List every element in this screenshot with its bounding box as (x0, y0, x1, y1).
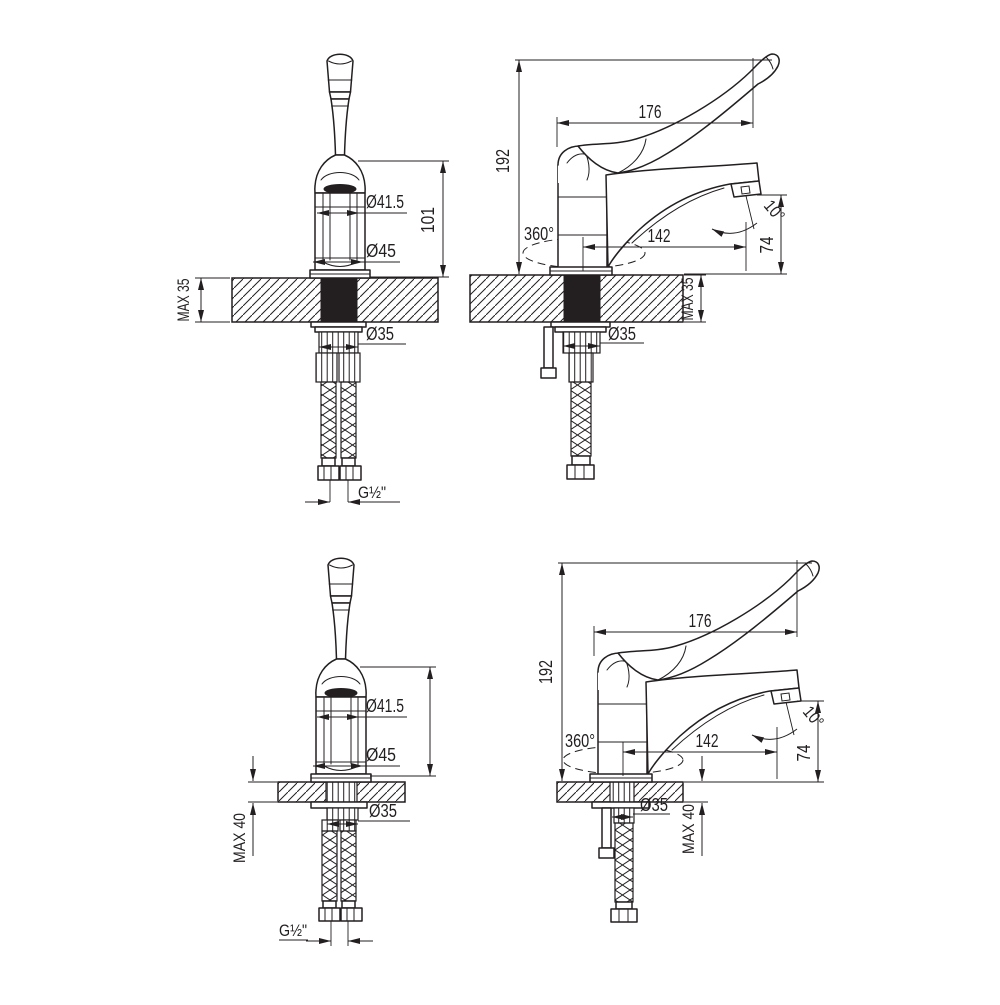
dim-label-spout-reach: 142 (696, 730, 719, 751)
dim-label-shank-diameter: Ø35 (369, 800, 397, 821)
view-top-side: 176 192 142 74 10° 360° MAX 35 Ø35 (469, 53, 789, 480)
countertop-thick (231, 277, 439, 323)
dim-label-hose-thread: G½" (279, 921, 307, 940)
shank-through-deck (609, 781, 635, 803)
dim-label-swivel-angle: 360° (565, 730, 595, 751)
shank-through-deck (320, 277, 358, 323)
flexible-hose (570, 381, 592, 457)
dimensions-bottom-side: 176 192 142 74 10° 360° MAX 40 Ø35 (535, 560, 828, 856)
dim-label-total-height: 192 (535, 660, 556, 684)
under-deck-plumbing (591, 801, 650, 923)
flexible-hoses (321, 830, 357, 902)
dim-label-deck-thickness: MAX 40 (230, 813, 249, 863)
dim-label-spout-reach: 142 (648, 225, 671, 246)
dim-label-hose-thread: G½" (358, 483, 386, 502)
dim-label-shank-diameter: Ø35 (608, 323, 636, 344)
dim-label-spout-height: 74 (756, 237, 777, 254)
dim-label-swivel-angle: 360° (524, 223, 554, 244)
dim-label-deck-thickness: MAX 35 (678, 278, 697, 321)
under-deck-plumbing (310, 321, 367, 502)
countertop-thick (469, 274, 684, 323)
dim-label-shank-diameter: Ø35 (640, 794, 668, 815)
countertop-thin (277, 781, 406, 803)
dim-label-cartridge-diameter: Ø41.5 (366, 695, 404, 716)
faucet-front (309, 53, 371, 279)
dim-label-cartridge-diameter: Ø41.5 (366, 191, 404, 212)
dim-label-body-height: 101 (417, 207, 438, 233)
view-bottom-front: Ø41.5 Ø45 MAX 40 Ø35 G½" (230, 557, 436, 946)
faucet-front (310, 557, 372, 783)
flexible-hose (614, 822, 634, 903)
dimensions-top-front: Ø41.5 Ø45 101 MAX 35 Ø35 G½" (174, 160, 449, 505)
dim-label-body-diameter: Ø45 (366, 744, 396, 765)
dim-label-total-length: 176 (639, 101, 662, 122)
view-top-front: Ø41.5 Ø45 101 MAX 35 Ø35 G½" (174, 53, 449, 505)
dim-label-spout-height: 74 (793, 745, 814, 762)
shank-through-deck (325, 781, 358, 803)
swivel-ellipse (562, 745, 684, 775)
dim-label-deck-thickness: MAX 35 (174, 279, 193, 322)
dim-label-spout-angle: 10° (799, 702, 828, 731)
dimensions-bottom-front: Ø41.5 Ø45 MAX 40 Ø35 G½" (230, 666, 436, 944)
dim-label-body-diameter: Ø45 (366, 240, 396, 261)
mounting-stud (601, 807, 612, 849)
mounting-stud (543, 326, 554, 369)
dim-label-total-length: 176 (689, 610, 712, 631)
dim-label-spout-angle: 10° (760, 196, 789, 225)
flexible-hoses (320, 381, 357, 459)
dim-label-total-height: 192 (492, 149, 513, 173)
view-bottom-side: 176 192 142 74 10° 360° MAX 40 Ø35 (535, 560, 828, 923)
dim-label-shank-diameter: Ø35 (366, 323, 394, 344)
dim-label-deck-thickness: MAX 40 (679, 804, 698, 854)
shank-through-deck (563, 274, 601, 323)
